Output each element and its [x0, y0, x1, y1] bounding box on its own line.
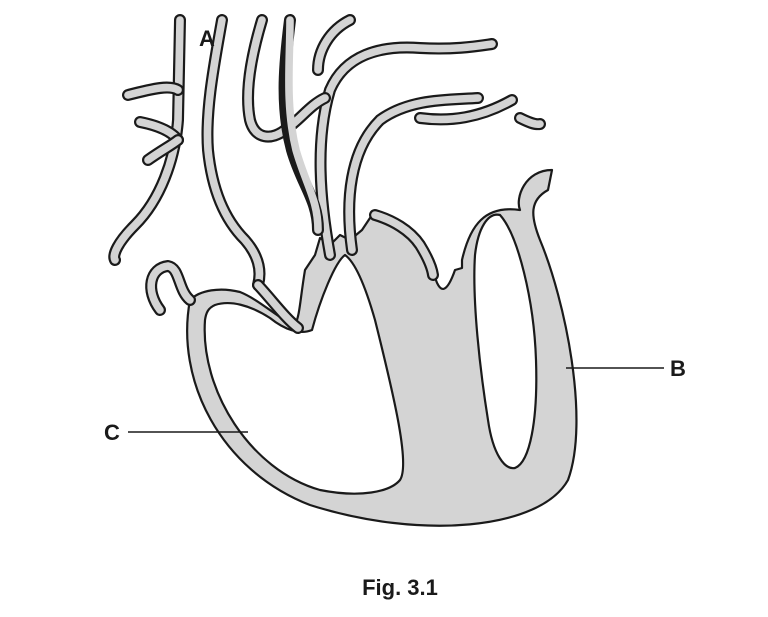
pulmonary-vein-left-3-inner: [144, 136, 182, 164]
right-ventricle-cavity: [203, 253, 405, 495]
label-c: C: [104, 420, 120, 445]
pulmonary-artery-branch-inner: [416, 96, 516, 124]
aortic-branch-2-inner: [285, 16, 322, 234]
figure-caption: Fig. 3.1: [362, 575, 438, 600]
pulmonary-artery-inner: [345, 94, 482, 254]
label-b: B: [670, 356, 686, 381]
right-atrium-inner-wall-inner: [254, 281, 302, 332]
vena-cava-right-inner: [203, 16, 264, 289]
left-ventricle-cavity: [473, 213, 538, 470]
aortic-branch-3-inner: [314, 16, 354, 74]
aorta-inner: [316, 40, 496, 259]
label-a: A: [199, 26, 215, 51]
right-atrium-wall-inner: [147, 262, 194, 314]
left-atrium-wall-inner: [371, 211, 437, 279]
pulmonary-vein-right-1-inner: [516, 114, 544, 128]
aortic-branch-1-inner: [244, 16, 329, 141]
pulmonary-vein-left-1-inner: [124, 83, 182, 99]
